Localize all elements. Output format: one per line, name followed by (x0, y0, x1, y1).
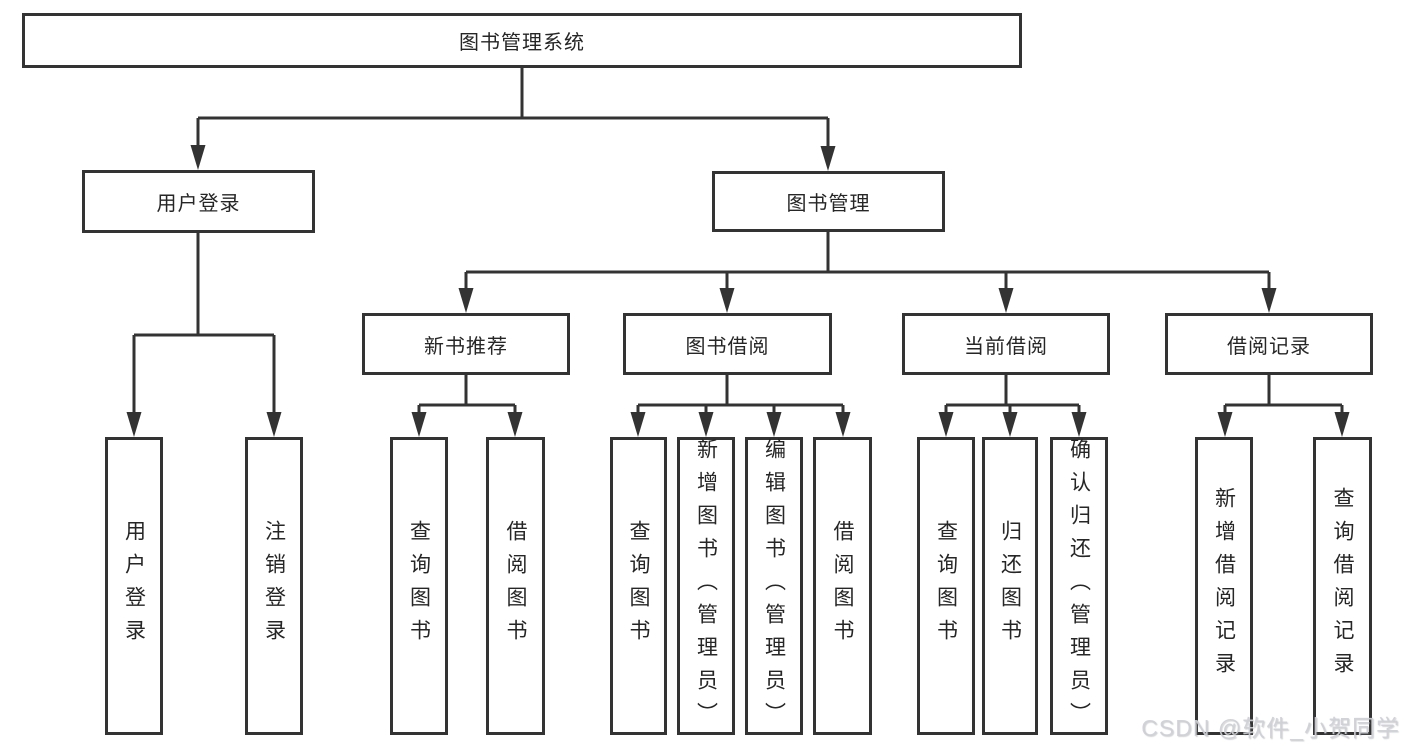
node-user-login: 用户登录 (82, 170, 315, 233)
node-system-root: 图书管理系统 (22, 13, 1022, 68)
arrowhead-icon (719, 288, 735, 313)
node-label-leaf-borrow-books-2: 借阅图书 (831, 520, 854, 652)
node-leaf-query-books-3: 查询图书 (917, 437, 975, 735)
arrowhead-icon (1071, 412, 1087, 437)
node-leaf-borrow-books-1: 借阅图书 (486, 437, 545, 735)
arrowhead-icon (1334, 412, 1350, 437)
node-leaf-user-login: 用户登录 (105, 437, 163, 735)
node-current-borrowing: 当前借阅 (902, 313, 1110, 375)
node-label-leaf-query-books-2: 查询图书 (627, 520, 650, 652)
node-leaf-query-books-1: 查询图书 (390, 437, 448, 735)
node-label-current-borrowing: 当前借阅 (964, 335, 1048, 358)
arrowhead-icon (698, 412, 714, 437)
node-label-leaf-user-login: 用户登录 (122, 520, 146, 652)
node-book-borrowing: 图书借阅 (623, 313, 832, 375)
node-borrowing-records: 借阅记录 (1165, 313, 1373, 375)
node-leaf-query-books-2: 查询图书 (610, 437, 667, 735)
node-label-new-book-recommend: 新书推荐 (424, 335, 508, 358)
arrowhead-icon (507, 412, 523, 437)
node-label-borrowing-records: 借阅记录 (1227, 335, 1311, 358)
arrowhead-icon (1002, 412, 1018, 437)
node-label-book-borrowing: 图书借阅 (685, 335, 770, 358)
node-leaf-return-books: 归还图书 (982, 437, 1038, 735)
arrowhead-icon (820, 146, 836, 171)
arrowhead-icon (938, 412, 954, 437)
node-leaf-query-borrow-record: 查询借阅记录 (1313, 437, 1372, 735)
arrowhead-icon (998, 288, 1014, 313)
arrowhead-icon (190, 145, 206, 170)
arrowhead-icon (266, 412, 282, 437)
arrowhead-icon (126, 412, 142, 437)
node-label-leaf-query-books-3: 查询图书 (934, 520, 958, 652)
node-label-leaf-add-books-admin: 新增图书（管理员） (694, 437, 718, 735)
node-label-leaf-query-borrow-record: 查询借阅记录 (1331, 487, 1354, 685)
node-leaf-add-borrow-record: 新增借阅记录 (1195, 437, 1253, 735)
node-label-leaf-confirm-return-admin: 确认归还（管理员） (1067, 437, 1091, 735)
arrowhead-icon (835, 412, 851, 437)
node-leaf-confirm-return-admin: 确认归还（管理员） (1050, 437, 1108, 735)
node-leaf-edit-books-admin: 编辑图书（管理员） (745, 437, 803, 735)
node-label-leaf-query-books-1: 查询图书 (407, 520, 431, 652)
node-leaf-borrow-books-2: 借阅图书 (813, 437, 872, 735)
node-label-leaf-return-books: 归还图书 (998, 520, 1022, 652)
node-label-user-login: 用户登录 (156, 193, 241, 215)
arrowhead-icon (1261, 288, 1277, 313)
node-label-leaf-borrow-books-1: 借阅图书 (504, 520, 527, 652)
node-leaf-add-books-admin: 新增图书（管理员） (677, 437, 735, 735)
node-book-management: 图书管理 (712, 171, 945, 232)
node-label-leaf-logout: 注销登录 (262, 520, 286, 652)
node-new-book-recommend: 新书推荐 (362, 313, 570, 375)
node-label-book-management: 图书管理 (786, 193, 871, 215)
node-leaf-logout: 注销登录 (245, 437, 303, 735)
arrowhead-icon (1217, 412, 1233, 437)
arrowhead-icon (411, 412, 427, 437)
arrowhead-icon (766, 412, 782, 437)
node-label-leaf-edit-books-admin: 编辑图书（管理员） (762, 437, 786, 735)
node-label-system-root: 图书管理系统 (459, 32, 585, 54)
arrowhead-icon (458, 288, 474, 313)
node-label-leaf-add-borrow-record: 新增借阅记录 (1212, 487, 1236, 685)
arrowhead-icon (630, 412, 646, 437)
